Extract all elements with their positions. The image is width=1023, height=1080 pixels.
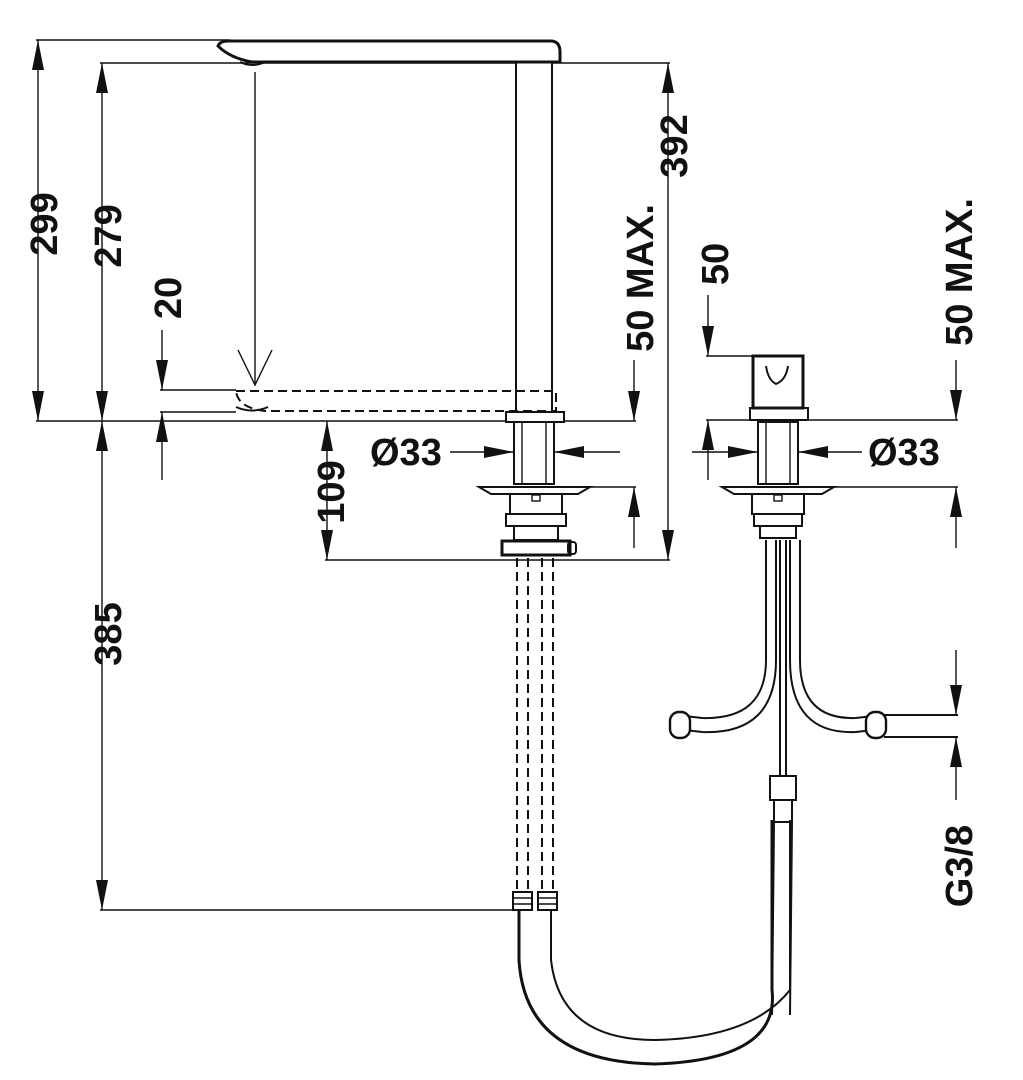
spout-rotated-outline: [234, 390, 557, 412]
label-50-max-left: 50 MAX.: [620, 204, 662, 352]
body-base: [505, 411, 565, 423]
label-diameter-33-right: Ø33: [868, 432, 940, 474]
hoses-dashed: [516, 558, 554, 892]
label-20: 20: [148, 277, 190, 319]
supply-hoses: [668, 540, 958, 1016]
hose-fitting: [769, 775, 797, 801]
mixer-mounting-plate: [718, 486, 838, 495]
mounting-plate: [475, 486, 594, 495]
spout-arm: [216, 39, 562, 64]
pullout-hose-loop: [517, 820, 774, 1066]
faucet-side-view: [216, 39, 594, 911]
label-g3-8: G3/8: [939, 825, 981, 907]
shank: [513, 421, 555, 485]
label-109: 109: [311, 460, 353, 523]
fixing-nut: [500, 539, 572, 557]
label-392: 392: [654, 114, 696, 177]
label-279: 279: [88, 204, 130, 267]
label-diameter-33-left: Ø33: [370, 432, 442, 474]
label-50-max-right: 50 MAX.: [939, 198, 981, 346]
label-50: 50: [695, 243, 737, 285]
label-385: 385: [88, 602, 130, 665]
outlet-marker: [235, 406, 269, 412]
label-299: 299: [24, 192, 66, 255]
spout-body: [515, 61, 553, 413]
dimension-lines: [32, 39, 962, 911]
dimension-labels: 299 279 20 385 109 Ø33 50 MAX. 392 50 50…: [24, 114, 981, 907]
